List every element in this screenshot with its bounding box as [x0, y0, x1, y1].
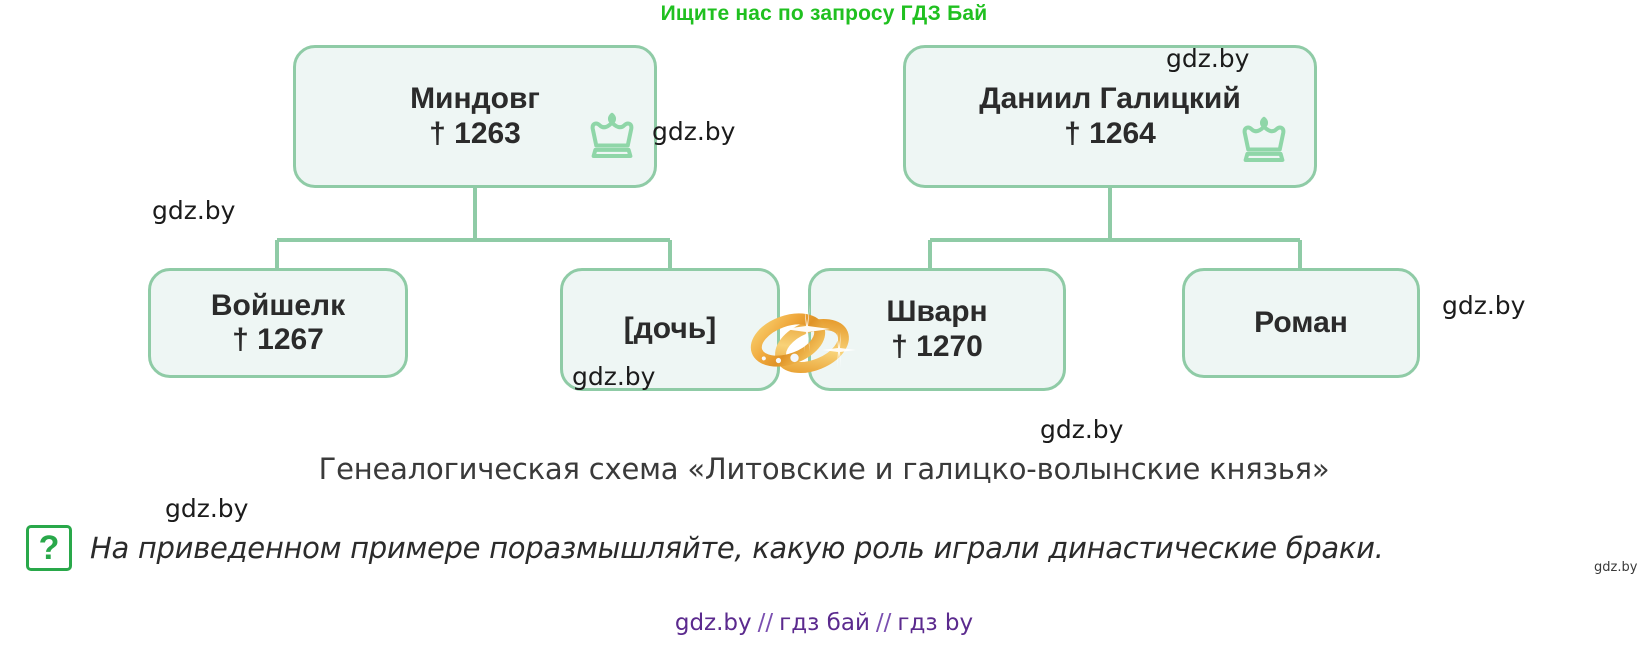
watermark-gdz: gdz.by	[1442, 291, 1526, 320]
scheme-caption: Генеалогическая схема «Литовские и галиц…	[318, 452, 1330, 486]
footer-part-2[interactable]: гдз бай	[779, 610, 870, 636]
node-name: [дочь]	[623, 312, 717, 346]
question-row: ? На приведенном примере поразмышляйте, …	[26, 525, 1626, 571]
node-daniil-galitsky[interactable]: Даниил Галицкий † 1264	[903, 45, 1317, 188]
footer-part-1[interactable]: gdz.by	[674, 610, 752, 636]
node-death-date: † 1264	[1064, 116, 1156, 150]
node-name: Миндовг	[410, 82, 540, 115]
wedding-rings-icon	[742, 288, 872, 384]
watermark-gdz: gdz.by	[152, 196, 236, 225]
node-voishelk[interactable]: Войшелк † 1267	[148, 268, 408, 378]
footer-separator: //	[875, 610, 892, 636]
footer-separator: //	[757, 610, 774, 636]
node-daughter[interactable]: [дочь]	[560, 268, 780, 391]
node-death-date: † 1263	[429, 116, 521, 150]
footer-links: gdz.by//гдз бай//гдз by	[0, 610, 1648, 636]
node-death-date: † 1267	[232, 323, 324, 356]
question-text: На приведенном примере поразмышляйте, ка…	[90, 531, 1384, 565]
watermark-gdz: gdz.by	[1040, 415, 1124, 444]
watermark-gdz: gdz.by	[652, 117, 736, 146]
node-name: Войшелк	[210, 288, 346, 322]
promo-banner-text: Ищите нас по запросу ГДЗ Бай	[660, 2, 988, 25]
watermark-gdz: gdz.by	[1594, 560, 1638, 575]
node-mindovg[interactable]: Миндовг † 1263	[293, 45, 657, 188]
footer-part-3[interactable]: гдз by	[897, 610, 974, 636]
crown-icon	[584, 107, 640, 163]
node-name: Роман	[1254, 305, 1348, 339]
node-shvarn[interactable]: Шварн † 1270	[808, 268, 1066, 391]
node-name: Шварн	[886, 295, 988, 328]
watermark-gdz: gdz.by	[1166, 44, 1250, 73]
crown-icon	[1236, 111, 1292, 167]
watermark-gdz: gdz.by	[572, 362, 656, 391]
node-roman[interactable]: Роман	[1182, 268, 1420, 378]
node-name: Даниил Галицкий	[979, 82, 1241, 115]
question-mark-icon: ?	[26, 525, 72, 571]
watermark-gdz: gdz.by	[165, 494, 249, 523]
node-death-date: † 1270	[891, 329, 983, 363]
